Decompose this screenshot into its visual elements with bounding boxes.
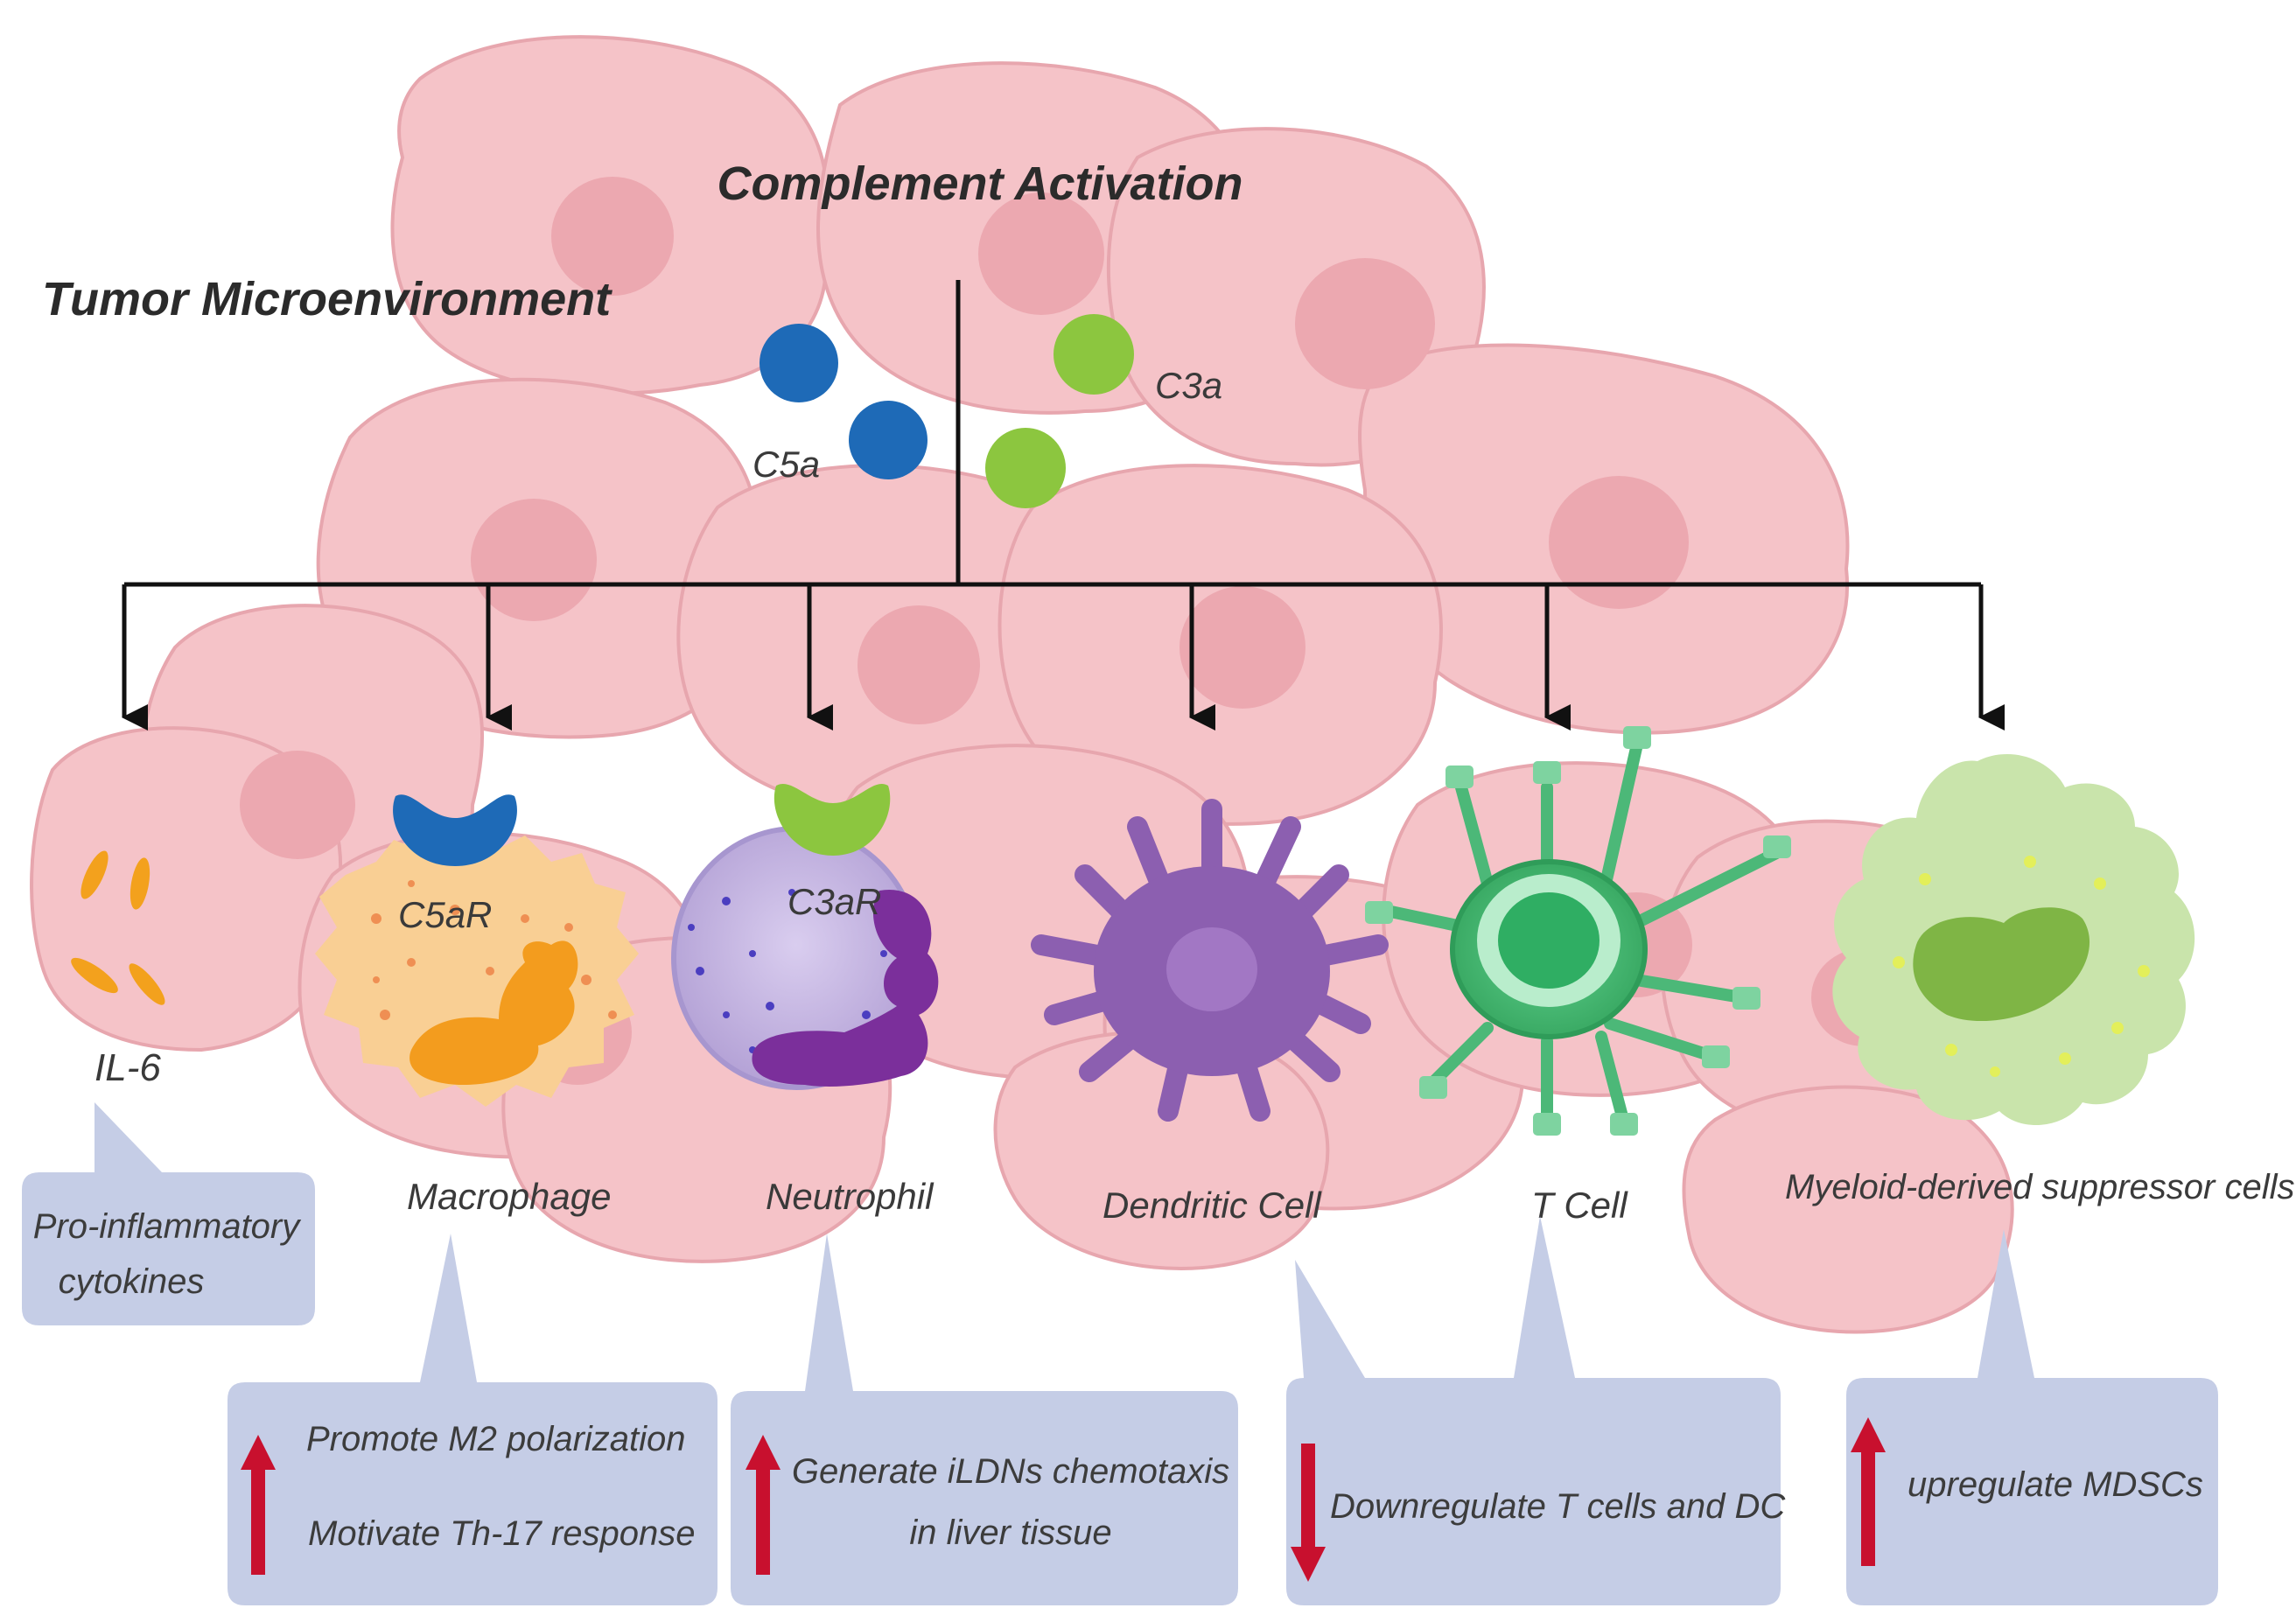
- dendritic-cell: [1031, 799, 1389, 1122]
- macrophage: [315, 831, 639, 1107]
- c3a-molecules: [985, 314, 1134, 508]
- mdsc-nucleus: [1913, 907, 2090, 1022]
- tcell-dc-effect: Downregulate T cells and DC: [1330, 1487, 1786, 1526]
- neutrophil-effect-line2: in liver tissue: [909, 1514, 1111, 1552]
- macrophage-body: [315, 831, 639, 1107]
- diagram-title: Complement Activation: [717, 157, 1242, 210]
- macrophage-effect-line2: Motivate Th-17 response: [308, 1514, 695, 1553]
- il6-effect-line1: Pro-inflammatory: [33, 1207, 303, 1246]
- neutrophil-label: Neutrophil: [766, 1176, 934, 1217]
- mdsc: [1832, 753, 2195, 1126]
- tcell-dc-callout: [1286, 1216, 1781, 1605]
- tumor-cell: [1682, 1085, 2014, 1334]
- c3ar-receptor: [774, 783, 891, 856]
- neutrophil-nucleus: [752, 889, 939, 1087]
- il6-particles: [71, 850, 165, 1005]
- mdsc-callout: [1846, 1229, 2218, 1605]
- down-arrow-icon: [1291, 1444, 1326, 1582]
- il6-effect-line2: cytokines: [59, 1262, 205, 1301]
- c5ar-receptor: [393, 794, 517, 866]
- c5a-molecules: [760, 324, 928, 479]
- il6-callout: [22, 1102, 315, 1325]
- c5ar-label: C5aR: [398, 894, 492, 935]
- macrophage-effect-line1: Promote M2 polarization: [306, 1420, 686, 1458]
- c3ar-label: C3aR: [788, 881, 881, 922]
- callouts: [22, 1102, 2218, 1605]
- neutrophil-callout: [731, 1234, 1238, 1605]
- up-arrow-icon: [1851, 1417, 1886, 1566]
- macrophage-nucleus: [410, 940, 578, 1085]
- mdsc-effect: upregulate MDSCs: [1908, 1465, 2203, 1504]
- c5a-label: C5a: [752, 444, 820, 485]
- neutrophil-effect-line1: Generate iLDNs chemotaxis: [792, 1452, 1229, 1491]
- il6-label: IL-6: [94, 1046, 161, 1089]
- activation-arrows: [122, 280, 2005, 731]
- up-arrow-icon: [746, 1435, 780, 1575]
- mdsc-label: Myeloid-derived suppressor cells: [1785, 1168, 2294, 1206]
- tumor-nuclei: [240, 177, 1916, 1085]
- macrophage-label: Macrophage: [407, 1176, 611, 1217]
- context-label: Tumor Microenvironment: [42, 273, 612, 325]
- t-cell-nucleus: [1498, 892, 1600, 989]
- macrophage-callout: [228, 1234, 718, 1605]
- c3a-label: C3a: [1155, 365, 1222, 406]
- dendritic-label: Dendritic Cell: [1102, 1185, 1322, 1226]
- dendritic-nucleus: [1166, 927, 1257, 1011]
- t-cell-label: T Cell: [1531, 1185, 1628, 1226]
- neutrophil: [671, 826, 939, 1090]
- up-arrow-icon: [241, 1435, 276, 1575]
- t-cell: [1365, 726, 1791, 1136]
- tumor-cell: [993, 1030, 1330, 1271]
- direction-arrows: [241, 1417, 1886, 1582]
